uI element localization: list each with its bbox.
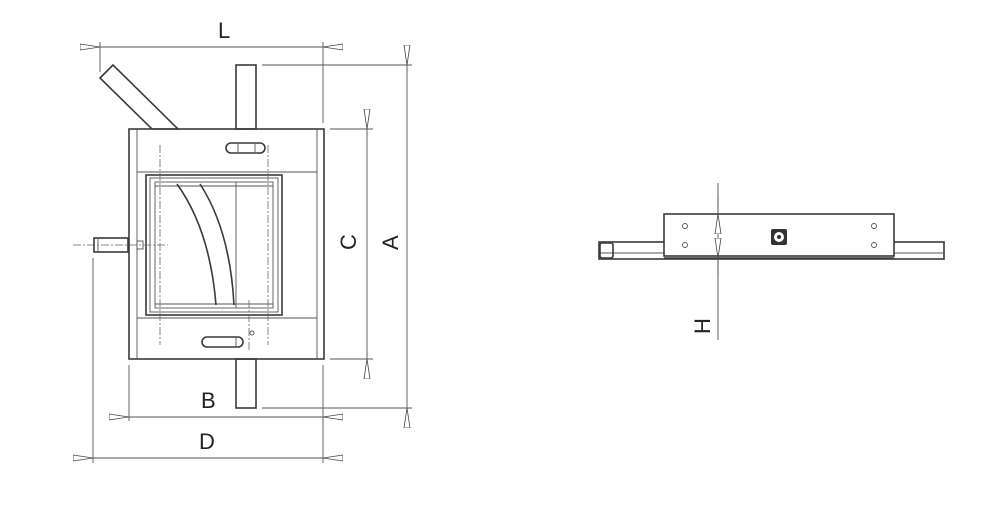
dim-label-B: B bbox=[201, 388, 216, 413]
top-slot bbox=[225, 142, 266, 154]
front-view: L A C B D bbox=[73, 18, 412, 463]
shaft-bottom bbox=[235, 358, 257, 409]
dim-label-C: C bbox=[336, 234, 361, 250]
bottom-slot bbox=[201, 336, 244, 348]
mount-hole bbox=[682, 242, 688, 248]
dim-label-D: D bbox=[199, 429, 215, 454]
shaft-top bbox=[235, 64, 257, 130]
mount-hole bbox=[871, 223, 877, 229]
handle-lever bbox=[98, 63, 180, 130]
blade-frame bbox=[145, 174, 283, 316]
dim-label-L: L bbox=[218, 18, 230, 43]
mount-hole bbox=[871, 242, 877, 248]
dim-label-A: A bbox=[378, 235, 403, 250]
side-view: H bbox=[598, 183, 945, 340]
blade-curve bbox=[176, 183, 217, 306]
actuator-coupling-icon bbox=[771, 229, 787, 245]
damper-body bbox=[128, 128, 325, 360]
shaft-end-cap bbox=[599, 242, 614, 259]
mount-hole bbox=[682, 223, 688, 229]
dim-label-H: H bbox=[690, 318, 715, 334]
